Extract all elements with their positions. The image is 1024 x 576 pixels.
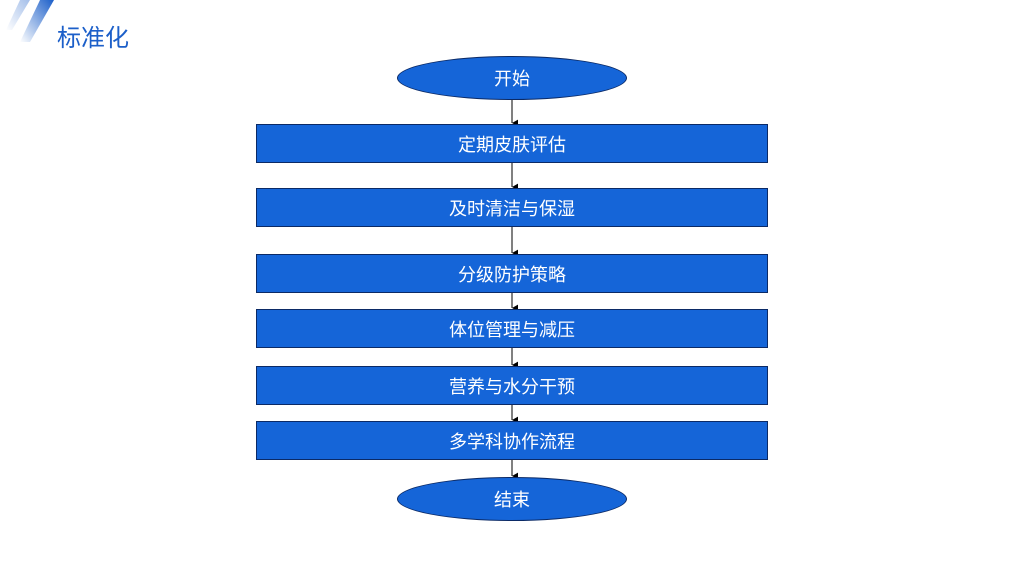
step-cleaning-moisturizing: 及时清洁与保湿 [256, 188, 768, 227]
step-skin-assessment: 定期皮肤评估 [256, 124, 768, 163]
decorative-stripes-icon [6, 0, 54, 42]
page-title: 标准化 [57, 24, 129, 52]
step-multidisciplinary: 多学科协作流程 [256, 421, 768, 460]
end-node: 结束 [397, 477, 627, 521]
start-node: 开始 [397, 56, 627, 100]
step-graded-protection: 分级防护策略 [256, 254, 768, 293]
step-nutrition: 营养与水分干预 [256, 366, 768, 405]
step-positioning: 体位管理与减压 [256, 309, 768, 348]
